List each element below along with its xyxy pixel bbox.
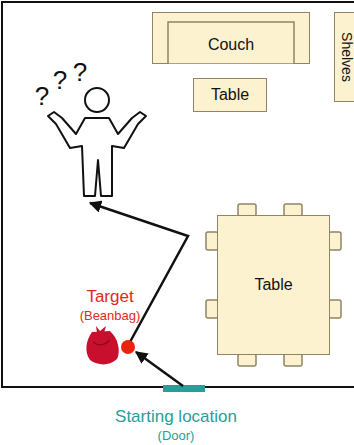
question-mark: ? [35, 82, 49, 111]
target-note: (Beanbag) [80, 309, 141, 323]
target-label: Target [86, 288, 133, 307]
target-dot [121, 340, 135, 354]
couch-box: Couch [152, 12, 310, 64]
table-box: Table [217, 215, 330, 355]
start-label: Starting location [115, 408, 237, 427]
question-mark: ? [73, 58, 87, 87]
chairs [206, 204, 341, 366]
start-note: (Door) [158, 429, 195, 443]
node-label: Couch [208, 36, 254, 54]
confused-person [48, 88, 146, 196]
beanbag-icon [86, 326, 118, 364]
shelves-box: Shelves [334, 12, 354, 102]
door-mark [163, 385, 205, 392]
question-mark: ? [53, 66, 67, 95]
node-label: Table [211, 86, 249, 104]
table-box: Table [193, 78, 267, 112]
node-label: Shelves [339, 32, 354, 82]
node-label: Table [254, 276, 292, 294]
room-wall [2, 2, 354, 387]
